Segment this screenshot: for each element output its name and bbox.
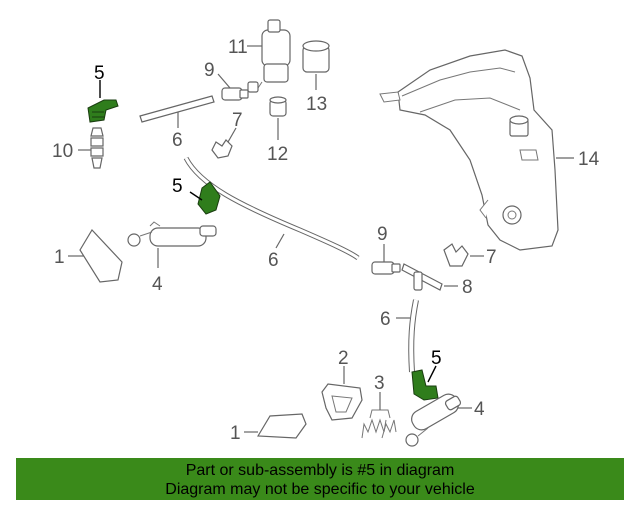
hose-top	[139, 95, 215, 123]
banner-line-2: Diagram may not be specific to your vehi…	[165, 481, 475, 498]
callout-11: 11	[228, 37, 248, 58]
mounting-bracket	[321, 383, 363, 421]
callout-7a: 7	[232, 110, 243, 131]
pump-seal	[269, 96, 287, 117]
cover-cap-left	[79, 229, 123, 283]
callout-6a: 6	[172, 130, 183, 151]
connector-right	[371, 261, 401, 275]
nozzle-5-top	[87, 99, 119, 123]
washer-reservoir	[379, 49, 559, 251]
callout-1b: 1	[230, 423, 241, 444]
hose-clip-top	[211, 139, 233, 159]
callout-4b: 4	[474, 399, 485, 420]
cover-cap-bottom	[256, 413, 307, 439]
callout-5a: 5	[94, 63, 105, 84]
hose-clip-right	[443, 243, 469, 267]
leader-9a	[217, 73, 231, 89]
hose-long	[183, 156, 360, 261]
callout-9b: 9	[377, 224, 388, 245]
headlamp-washer-left	[127, 221, 217, 247]
t-piece	[401, 263, 443, 291]
spring	[361, 409, 397, 439]
info-banner: Part or sub-assembly is #5 in diagram Di…	[16, 458, 624, 500]
callout-5b: 5	[172, 176, 183, 197]
banner-line-1: Part or sub-assembly is #5 in diagram	[185, 462, 455, 479]
pump-grommet	[302, 40, 330, 73]
callout-2: 2	[338, 348, 349, 369]
leader-7a	[227, 127, 237, 143]
callout-3: 3	[374, 373, 385, 394]
callout-6c: 6	[380, 309, 391, 330]
headlamp-washer-right	[405, 393, 462, 447]
callout-6b: 6	[268, 250, 279, 271]
washer-pump	[247, 19, 291, 93]
callout-5c: 5	[431, 348, 442, 369]
callout-14: 14	[578, 149, 600, 170]
callout-8: 8	[462, 277, 473, 298]
callout-4a: 4	[152, 274, 163, 295]
connector-top	[221, 87, 249, 101]
callout-12: 12	[267, 144, 288, 165]
parts-diagram: 14 11 13 12 9 6 7 6	[52, 19, 600, 447]
leader-6b	[275, 233, 285, 249]
callout-10: 10	[52, 141, 73, 162]
callout-13: 13	[306, 94, 327, 115]
check-valve	[90, 127, 104, 169]
nozzle-5-mid	[197, 181, 221, 215]
hose-vertical	[408, 299, 419, 373]
callout-7b: 7	[486, 247, 497, 268]
nozzle-5-bottom	[411, 369, 439, 401]
leader-5c	[427, 365, 437, 383]
callout-1a: 1	[54, 247, 65, 268]
callout-9a: 9	[204, 60, 215, 81]
leader-5b	[189, 191, 203, 201]
